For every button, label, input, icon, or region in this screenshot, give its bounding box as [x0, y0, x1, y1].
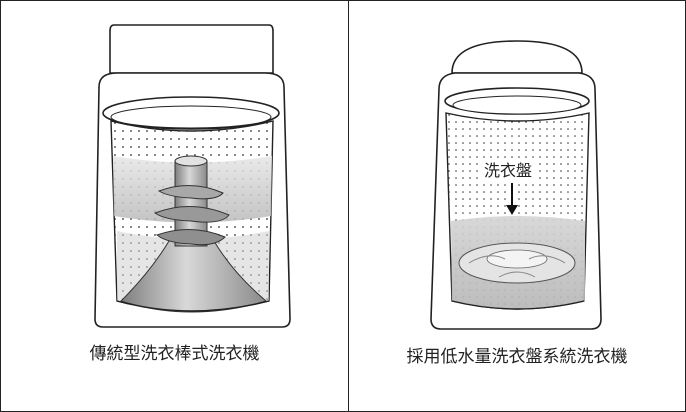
- agitator-base: [120, 240, 268, 313]
- washer-lid: [109, 24, 274, 74]
- agitator-fin: [157, 184, 224, 200]
- panel-agitator-washer: 傳統型洗衣棒式洗衣機: [1, 1, 348, 411]
- impeller-washer-illustration: [430, 40, 602, 330]
- panel-divider: [348, 1, 349, 411]
- caption-impeller: 採用低水量洗衣盤系統洗衣機: [406, 347, 628, 367]
- impeller-callout-label: 洗衣盤: [481, 161, 536, 181]
- panel-impeller-washer: 洗衣盤 採用低水量洗衣盤系統洗衣機: [349, 1, 685, 411]
- agitator-washer-illustration: [94, 24, 291, 328]
- washer-lid: [451, 40, 583, 74]
- caption-agitator: 傳統型洗衣棒式洗衣機: [89, 344, 260, 364]
